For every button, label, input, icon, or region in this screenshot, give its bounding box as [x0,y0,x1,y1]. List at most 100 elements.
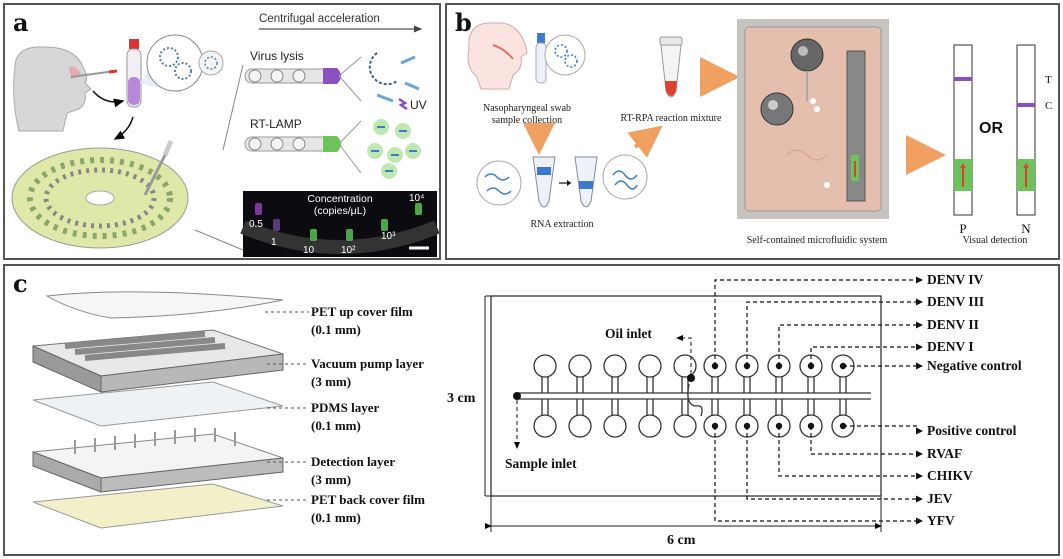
reaction-well [568,354,592,378]
reaction-well [533,354,557,378]
target-top-1: DENV III [927,294,984,309]
layer-thickness: (3 mm) [311,472,351,487]
reaction-well [638,414,662,438]
target-top-2: DENV II [927,317,979,332]
layer-thickness: (0.1 mm) [311,510,361,525]
conc-value-5: 10⁴ [409,193,424,204]
target-top-4: Negative control [927,358,1022,373]
layer-name: Detection layer [311,454,395,469]
leader-arrowhead [916,450,923,458]
sample-inlet-dot [513,392,521,400]
rna-extraction-icon [476,154,648,208]
target-leader [714,426,917,522]
target-leader [810,426,917,455]
panel-c: c PET up cover film (0.1 mm) Vacuum pump… [3,264,1060,556]
panel-a-label: a [13,8,29,37]
target-top-3: DENV I [927,339,974,354]
virus-lysis-label: Virus lysis [250,49,304,63]
target-leader [714,279,917,366]
layer-thickness: (0.1 mm) [311,418,361,433]
swab-tube-icon [535,33,586,84]
target-bottom-3: JEV [927,491,953,506]
flow-arrow [627,125,663,158]
lysed-virus-icon [368,52,420,103]
rpa-tube-icon [659,36,683,98]
layer-thickness: (0.1 mm) [311,322,361,337]
swab-label-1: Nasopharyngeal swab [483,103,571,114]
target-leader [746,301,917,366]
layer-name: PET up cover film [311,304,413,319]
panel-a-diagram: a Centrifugal acceleration Virus lysis [11,8,439,257]
reaction-well [673,354,697,378]
concentration-title: Concentration [307,193,373,205]
rpa-label: RT-RPA reaction mixture [621,113,722,124]
layer-name: Vacuum pump layer [311,356,424,371]
concentration-photo: Concentration (copies/μL) 0.5 1 10 10² 1… [240,191,439,257]
conc-value-1: 1 [271,237,277,248]
target-bottom-4: YFV [927,513,955,528]
concentration-unit: (copies/μL) [314,205,366,217]
panel-c-label: c [13,269,28,298]
conc-value-4: 10³ [381,231,396,242]
test-strip-positive [953,44,973,216]
target-leader [778,324,917,366]
layer-stack [32,291,284,529]
rt-lamp-label: RT-LAMP [250,117,302,131]
uv-label: UV [410,98,427,112]
system-label: Self-contained microfluidic system [747,235,888,246]
target-leader [778,426,917,477]
pipette-icon [143,150,169,196]
test-strip-negative [1016,44,1036,216]
chip-outline [490,295,882,497]
panel-a: a Centrifugal acceleration Virus lysis [3,3,441,260]
oil-inlet-label: Oil inlet [605,326,652,341]
layer-name: PET back cover film [311,492,425,507]
reaction-well [603,354,627,378]
reaction-well [638,354,662,378]
height-label: 3 cm [447,391,476,406]
sample-inlet-label: Sample inlet [505,456,577,471]
layer-thickness: (3 mm) [311,374,351,389]
oil-inlet-dot [687,374,695,382]
leader-arrowhead [916,343,923,351]
leader-arrowhead [916,362,923,370]
reaction-well [673,414,697,438]
leader-arrowhead [916,321,923,329]
target-bottom-1: RVAF [927,446,962,461]
strip-n-label: N [1021,221,1031,236]
reaction-well [533,414,557,438]
leader-arrowhead [916,298,923,306]
panel-b-diagram: b Nasopharyngeal swab sample collection … [455,8,1052,246]
lysis-chamber-icon [244,68,341,84]
centrifugal-label: Centrifugal acceleration [259,13,380,25]
oil-inlet-arrow [676,335,692,374]
target-bottom-0: Positive control [927,423,1017,438]
lamp-chamber-icon [244,136,341,152]
leader-arrowhead [916,276,923,284]
target-bottom-2: CHIKV [927,468,973,483]
panel-b: b Nasopharyngeal swab sample collection … [445,3,1060,260]
leader-arrowhead [916,517,923,525]
panel-b-label: b [455,8,472,37]
swab-label-2: sample collection [492,115,562,126]
width-label: 6 cm [667,533,696,548]
leader-arrowhead [916,427,923,435]
conc-value-2: 10 [303,245,315,256]
patient-head-icon [13,46,92,132]
panel-c-diagram: c PET up cover film (0.1 mm) Vacuum pump… [13,269,1022,548]
uv-lightning-icon [398,97,408,111]
amplified-rna-icon [367,119,421,179]
layer-name: PDMS layer [311,400,379,415]
leader-arrowhead [916,495,923,503]
oil-channel [687,383,703,417]
strip-t-label: T [1045,74,1052,86]
reaction-well [568,414,592,438]
or-label: OR [979,120,1003,137]
sample-tube-icon [126,39,142,108]
strip-p-label: P [959,221,966,236]
leader-arrowhead [916,472,923,480]
virus-magnify-icon [140,34,224,95]
target-leaders [714,276,923,525]
swab-icon [70,70,116,78]
conc-value-0: 0.5 [249,219,263,230]
